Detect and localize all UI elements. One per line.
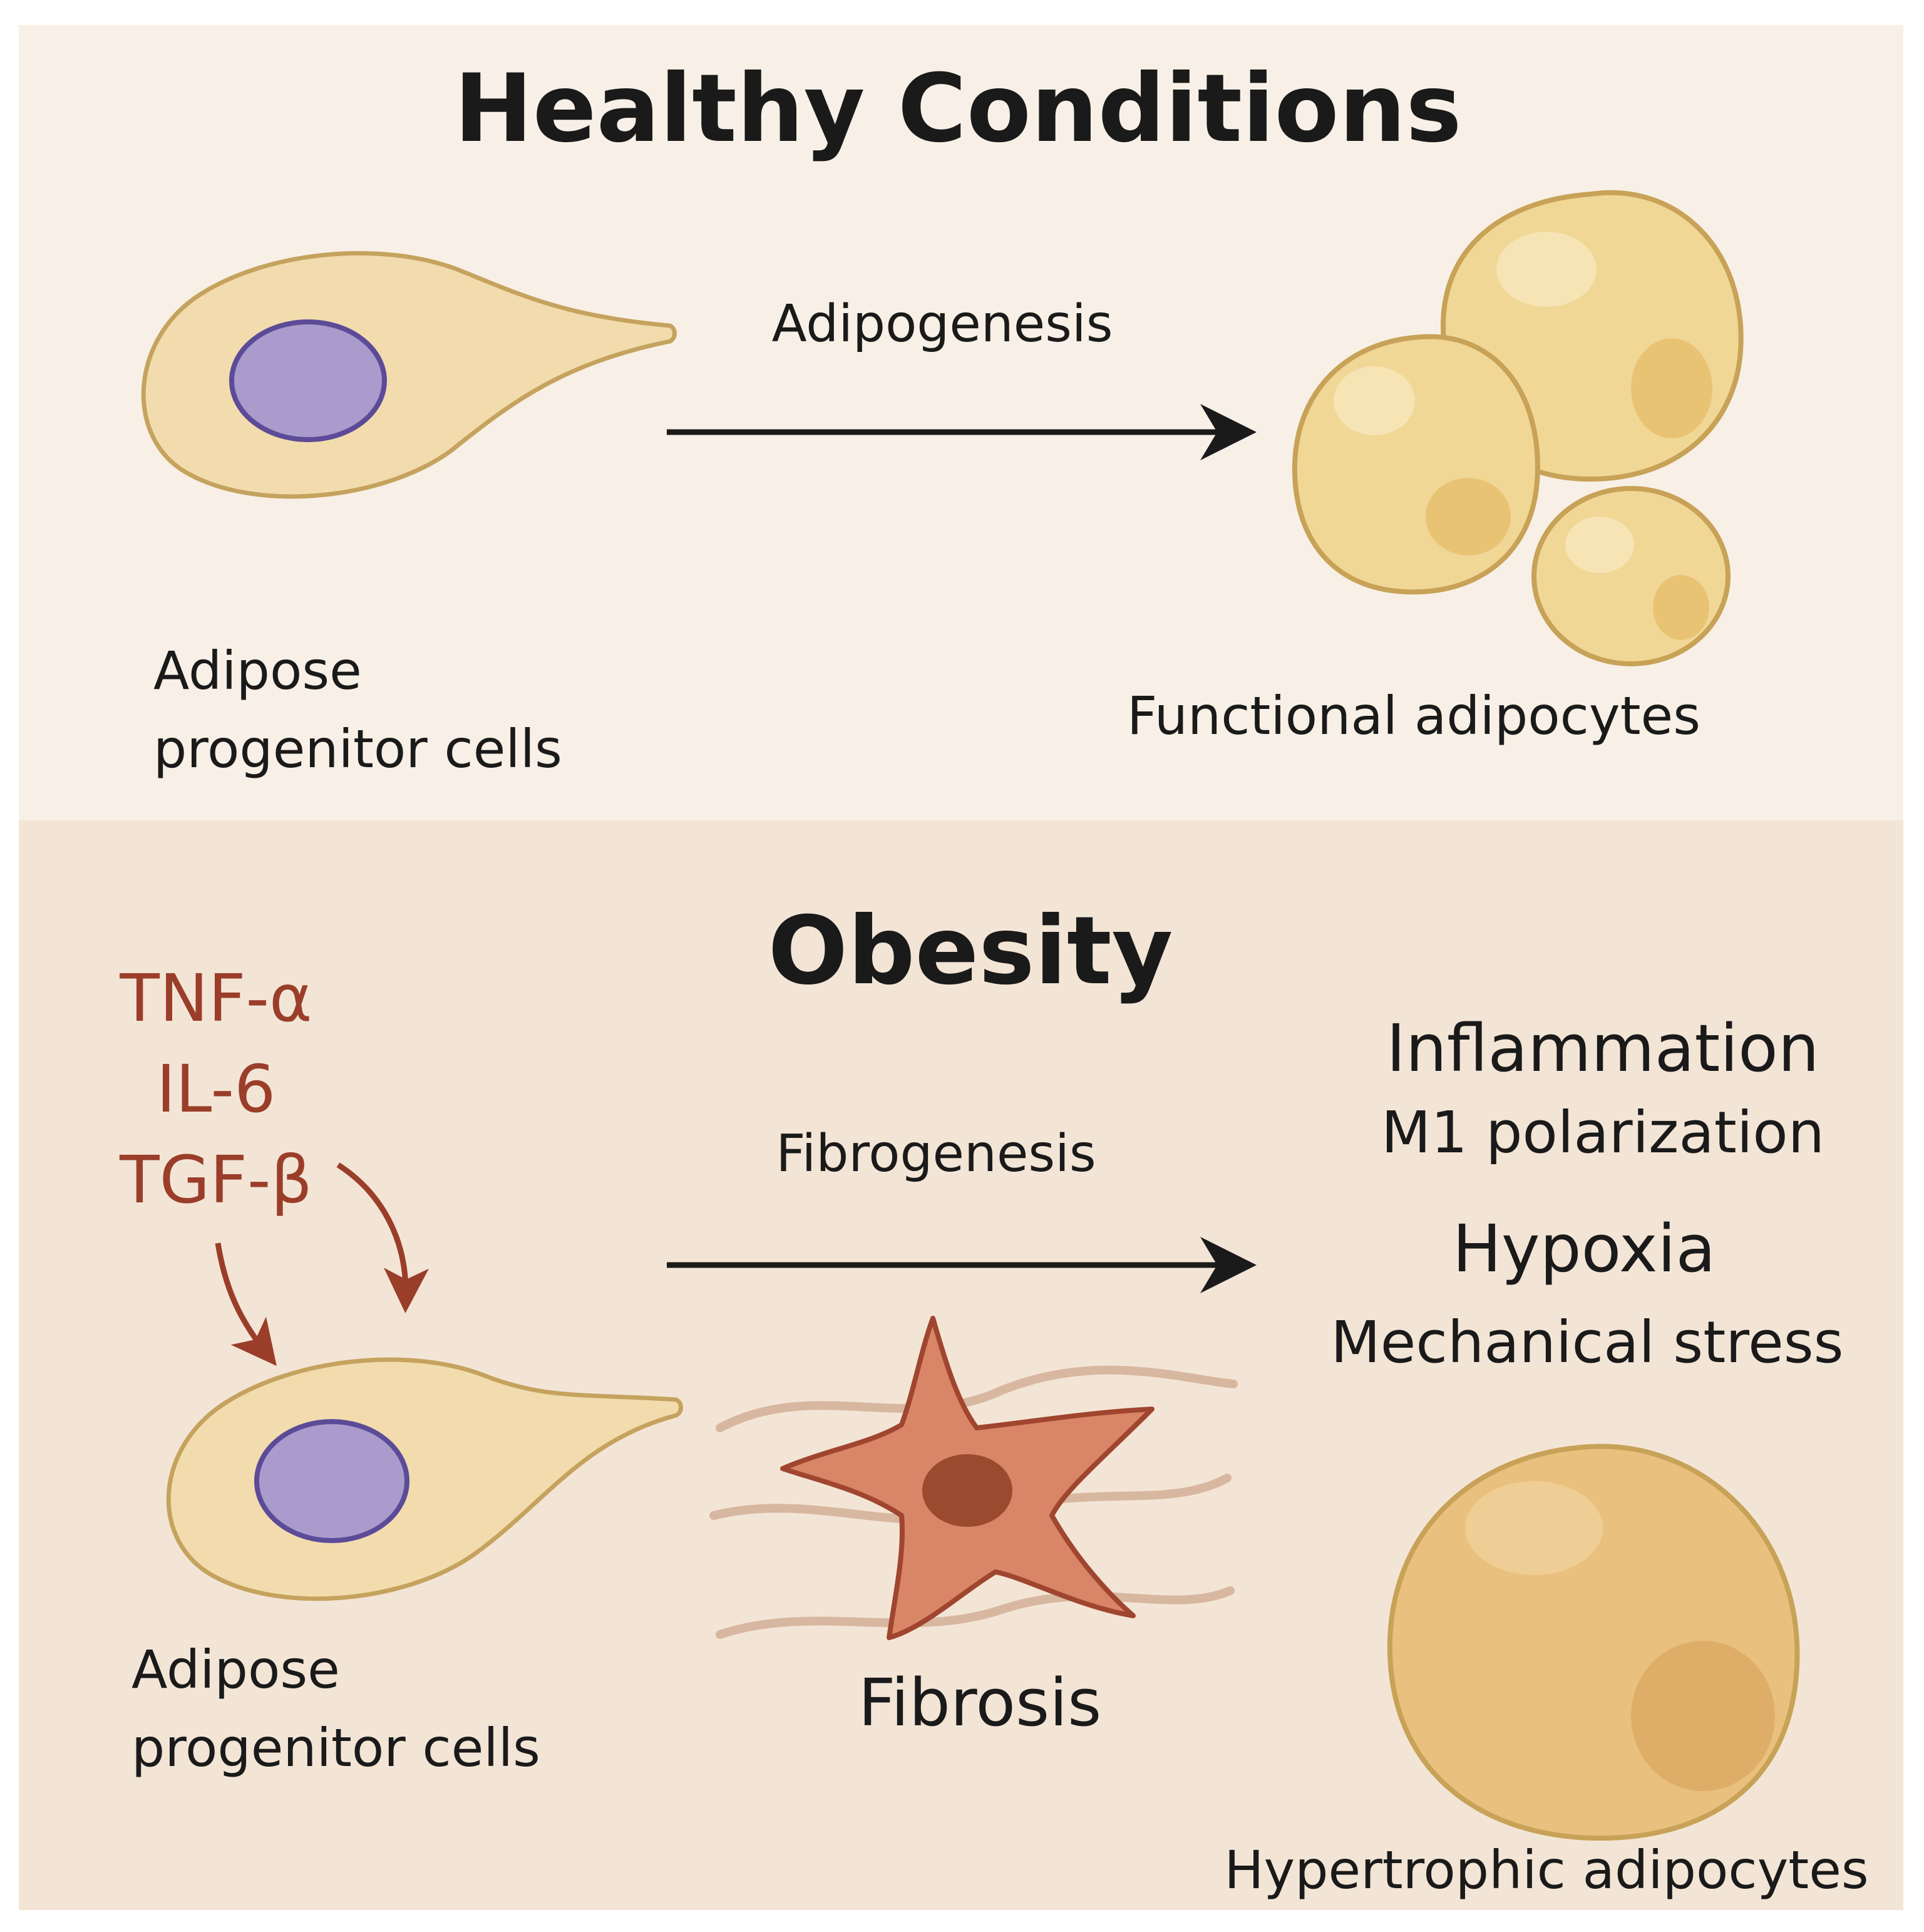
nucleus-icon (229, 319, 387, 442)
cytokine-tnf-alpha: TNF-α (119, 960, 312, 1036)
progenitor-label-healthy: Adipose progenitor cells (153, 640, 562, 780)
cytokine-il-6: IL-6 (157, 1051, 275, 1127)
hypertrophic-adipocytes-label: Hypertrophic adipocytes (1224, 1839, 1868, 1901)
adipogenesis-label: Adipogenesis (772, 294, 1113, 354)
functional-adipocytes-label: Functional adipocytes (1127, 685, 1700, 746)
m1-polarization-label: M1 polarization (1381, 1099, 1824, 1166)
fibrogenesis-label: Fibrogenesis (776, 1124, 1096, 1184)
fibrosis-label: Fibrosis (858, 1665, 1102, 1741)
mechanical-stress-label: Mechanical stress (1330, 1309, 1843, 1376)
cytokine-arrow-right (336, 1162, 429, 1313)
functional-adipocytes (1292, 190, 1744, 666)
hypertrophic-adipocyte (1387, 1444, 1800, 1841)
nucleus-icon (254, 1419, 409, 1543)
fibrosis-illustration (709, 1316, 1238, 1640)
adipocyte-small (1531, 486, 1731, 666)
progenitor-cell-obesity (166, 1357, 683, 1601)
progenitor-label-obesity: Adipose progenitor cells (131, 1639, 540, 1779)
adipocyte-medium (1292, 334, 1540, 595)
fibroblast-nucleus-icon (922, 1454, 1012, 1527)
cytokine-arrow-left (215, 1242, 277, 1366)
obesity-title: Obesity (768, 897, 1173, 1006)
hypoxia-label: Hypoxia (1453, 1211, 1716, 1287)
healthy-title: Healthy Conditions (454, 54, 1461, 163)
inflammation-label: Inflammation (1386, 1010, 1819, 1087)
cytokine-tgf-beta: TGF-β (119, 1142, 312, 1218)
progenitor-cell-healthy (141, 251, 677, 499)
